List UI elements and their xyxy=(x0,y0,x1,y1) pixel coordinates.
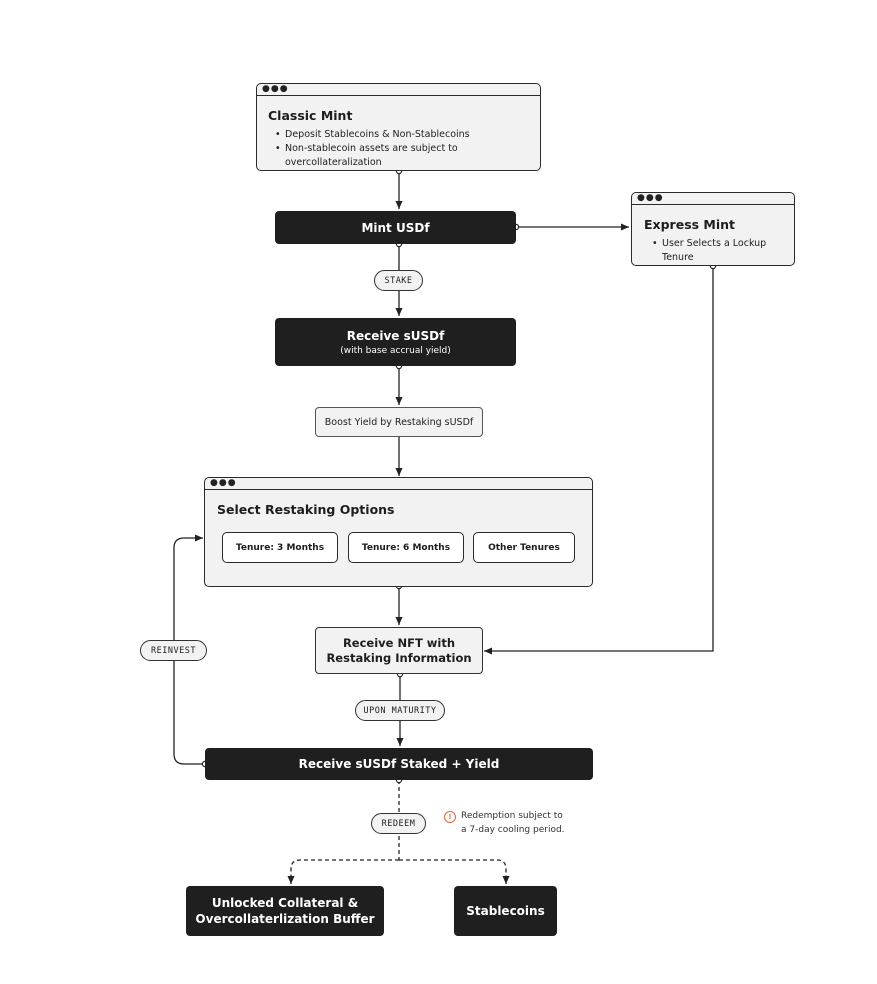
restaking-options-title: Select Restaking Options xyxy=(217,502,395,517)
receive-nft-line1: Receive NFT with xyxy=(342,635,456,650)
classic-mint-card: ●●● Classic Mint Deposit Stablecoins & N… xyxy=(256,83,541,171)
receive-susdf-box: Receive sUSDf (with base accrual yield) xyxy=(275,318,516,366)
boost-yield-box: Boost Yield by Restaking sUSDf xyxy=(315,407,483,437)
express-mint-card: ●●● Express Mint User Selects a Lockup T… xyxy=(631,192,795,266)
classic-mint-bullets: Deposit Stablecoins & Non-Stablecoins No… xyxy=(273,128,540,170)
upon-maturity-pill: UPON MATURITY xyxy=(355,700,445,721)
window-dots-icon: ●●● xyxy=(637,193,664,203)
reinvest-pill: REINVEST xyxy=(140,640,207,661)
option-tenure-6-months[interactable]: Tenure: 6 Months xyxy=(348,532,464,563)
classic-mint-bullet: Non-stablecoin assets are subject to ove… xyxy=(275,142,540,170)
window-dots-icon: ●●● xyxy=(210,478,237,488)
stablecoins-box: Stablecoins xyxy=(454,886,557,936)
receive-susdf-sub: (with base accrual yield) xyxy=(340,345,451,356)
receive-staked-yield-label: Receive sUSDf Staked + Yield xyxy=(298,757,500,771)
receive-susdf-label: Receive sUSDf xyxy=(346,328,445,343)
redemption-note: Redemption subject to a 7-day cooling pe… xyxy=(461,809,565,837)
receive-nft-line2: Restaking Information xyxy=(326,650,472,665)
express-mint-bullets: User Selects a Lockup Tenure xyxy=(650,237,794,265)
redeem-pill: REDEEM xyxy=(371,813,426,834)
express-mint-title: Express Mint xyxy=(644,217,736,232)
edge-redeem-right xyxy=(399,859,510,884)
stake-pill: STAKE xyxy=(374,270,423,291)
edge-redeem-left xyxy=(287,859,399,884)
classic-mint-title: Classic Mint xyxy=(268,108,353,123)
warning-icon: ! xyxy=(444,811,456,823)
redemption-note-line1: Redemption subject to xyxy=(461,811,563,821)
classic-mint-bullet: Deposit Stablecoins & Non-Stablecoins xyxy=(275,128,540,142)
redemption-note-line2: a 7-day cooling period. xyxy=(461,825,565,835)
receive-nft-box: Receive NFT with Restaking Information xyxy=(315,627,483,674)
edge-express-to-nft xyxy=(484,266,714,655)
mint-usdf-label: Mint USDf xyxy=(361,220,430,235)
option-tenure-3-months[interactable]: Tenure: 3 Months xyxy=(222,532,338,563)
unlocked-line2: Overcollaterlization Buffer xyxy=(195,912,375,926)
window-dots-icon: ●●● xyxy=(262,84,289,94)
receive-staked-yield-box: Receive sUSDf Staked + Yield xyxy=(205,748,593,780)
unlocked-collateral-box: Unlocked Collateral & Overcollaterlizati… xyxy=(186,886,384,936)
stablecoins-label: Stablecoins xyxy=(466,904,545,918)
express-mint-bullet: User Selects a Lockup Tenure xyxy=(652,237,794,265)
option-other-tenures[interactable]: Other Tenures xyxy=(473,532,575,563)
mint-usdf-box: Mint USDf xyxy=(275,211,516,244)
unlocked-line1: Unlocked Collateral & xyxy=(211,896,359,910)
